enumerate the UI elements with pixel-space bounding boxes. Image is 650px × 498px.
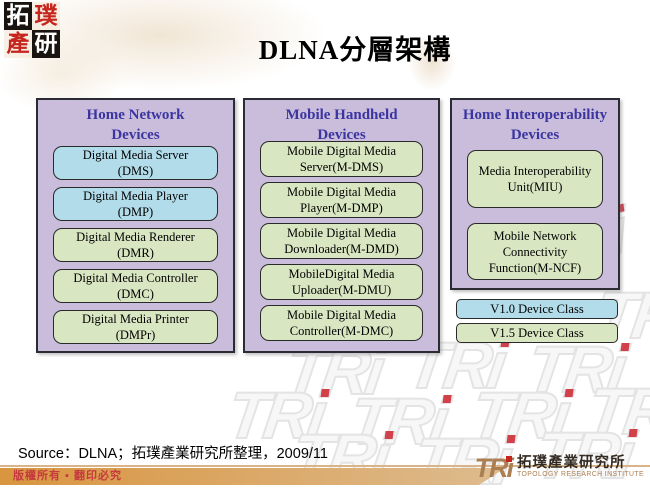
- tri-watermark: TRi: [582, 373, 650, 449]
- panel-header: Home Interoperability Devices: [462, 107, 608, 144]
- tri-logo-names: 拓璞產業研究所 TOPOLOGY RESEARCH INSTITUTE: [517, 455, 644, 478]
- tri-seal-logo: 拓 璞 產 研: [4, 2, 60, 58]
- device-box-mdmc: Mobile Digital Media Controller(M-DMC): [260, 305, 423, 341]
- copyright-text: 版權所有 ▪ 翻印必究: [13, 470, 123, 482]
- device-box-mdmd: Mobile Digital Media Downloader(M-DMD): [260, 223, 423, 259]
- seal-char: 研: [32, 30, 60, 58]
- device-box-list: Digital Media Server (DMS) Digital Media…: [53, 146, 218, 344]
- panel-mobile-handheld-devices: Mobile Handheld Devices Mobile Digital M…: [243, 98, 440, 353]
- device-box-miu: Media Interoperability Unit(MIU): [467, 150, 603, 208]
- device-box-mdmu: MobileDigital Media Uploader(M-DMU): [260, 264, 423, 300]
- tri-watermark: TRi: [222, 377, 329, 453]
- device-box-list: Mobile Digital Media Server(M-DMS) Mobil…: [260, 141, 423, 341]
- panel-header: Mobile Handheld Devices: [285, 107, 398, 144]
- legend-v15-device-class: V1.5 Device Class: [456, 323, 618, 343]
- tri-logo-red-dot-icon: [506, 456, 513, 462]
- seal-char: 拓: [4, 2, 32, 30]
- tri-watermark: TRi: [522, 331, 629, 407]
- device-box-dmc: Digital Media Controller (DMC): [53, 269, 218, 303]
- tri-watermark: TRi: [344, 383, 451, 459]
- source-note: Source：DLNA；拓璞產業研究所整理，2009/11: [18, 446, 328, 462]
- panel-home-interoperability-devices: Home Interoperability Devices Media Inte…: [450, 98, 620, 290]
- panel-header: Home Network Devices: [86, 107, 185, 144]
- device-box-dmpr: Digital Media Printer (DMPr): [53, 310, 218, 344]
- tri-footer-logo: TRi 拓璞產業研究所 TOPOLOGY RESEARCH INSTITUTE: [475, 455, 644, 482]
- device-box-dmr: Digital Media Renderer (DMR): [53, 228, 218, 262]
- panel-home-network-devices: Home Network Devices Digital Media Serve…: [36, 98, 235, 353]
- seal-char: 產: [6, 31, 30, 56]
- tri-logo-chinese-name: 拓璞產業研究所: [517, 455, 626, 471]
- device-box-dmp: Digital Media Player (DMP): [53, 187, 218, 221]
- device-box-list: Media Interoperability Unit(MIU) Mobile …: [467, 150, 603, 280]
- device-box-mdmp: Mobile Digital Media Player(M-DMP): [260, 182, 423, 218]
- tri-watermark: TRi: [466, 377, 573, 453]
- device-box-dms: Digital Media Server (DMS): [53, 146, 218, 180]
- legend-v10-device-class: V1.0 Device Class: [456, 299, 618, 319]
- seal-char: 璞: [34, 3, 58, 28]
- tri-logo-english-name: TOPOLOGY RESEARCH INSTITUTE: [517, 471, 644, 478]
- device-box-mncf: Mobile Network Connectivity Function(M-N…: [467, 223, 603, 280]
- page-title: DLNA分層架構: [258, 35, 452, 65]
- device-box-mdms: Mobile Digital Media Server(M-DMS): [260, 141, 423, 177]
- tri-logotype: TRi: [475, 455, 514, 482]
